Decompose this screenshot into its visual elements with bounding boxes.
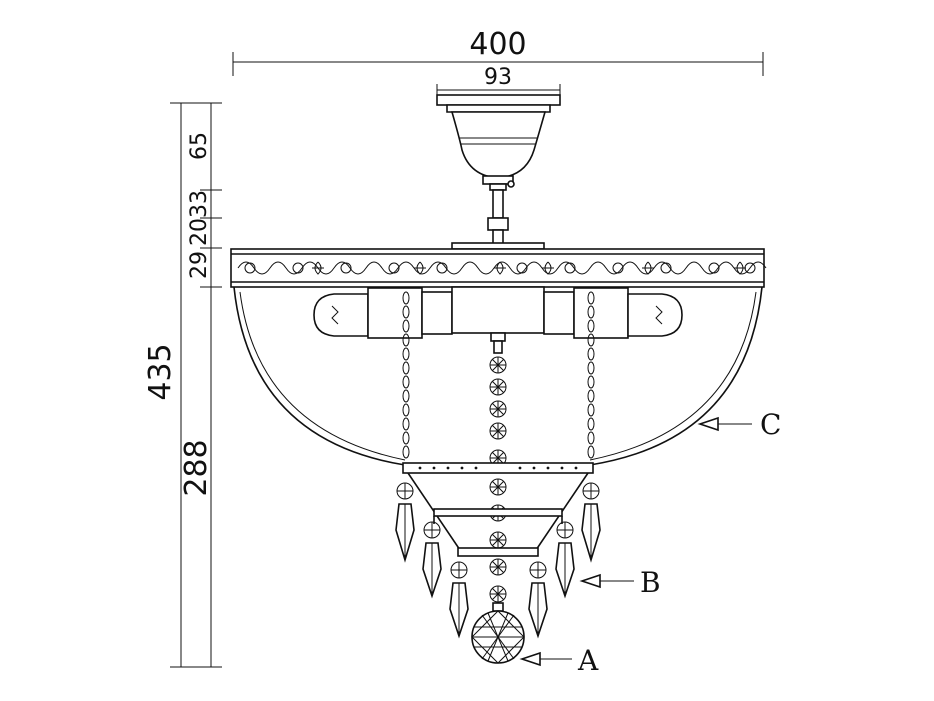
width-dimension-93: 93 [436,65,561,96]
overall-width-label: 400 [469,27,526,62]
callout-a: A [519,644,599,677]
width-dimension-400: 400 [232,27,764,76]
light-bulbs [313,286,683,339]
tiered-frame [402,462,594,557]
callout-b: B [579,566,661,599]
crystal-ball [471,602,525,664]
callout-c: C [697,408,781,441]
centre-hook [490,332,506,354]
ceiling-canopy [436,94,561,185]
canopy-height-label: 65 [187,132,212,160]
decorative-band [230,242,767,288]
callout-b-label: B [640,566,661,599]
suspension-rod [487,180,515,245]
glass-bowl [233,286,763,466]
rod-height-a-label: 20 [187,218,212,246]
right-chain [587,291,595,459]
crystal-drops [395,482,601,639]
callout-c-label: C [760,408,781,441]
height-dimensions: 435 65 20 33 29 288 [143,102,222,668]
overall-height-label: 435 [143,343,178,400]
callout-a-label: A [577,644,599,677]
band-height-label: 29 [187,251,212,279]
bowl-height-label: 288 [179,439,214,496]
left-chain [402,291,410,459]
rod-height-b-label: 33 [187,190,212,218]
centre-crystal-strand [489,356,507,603]
canopy-width-label: 93 [484,65,512,90]
